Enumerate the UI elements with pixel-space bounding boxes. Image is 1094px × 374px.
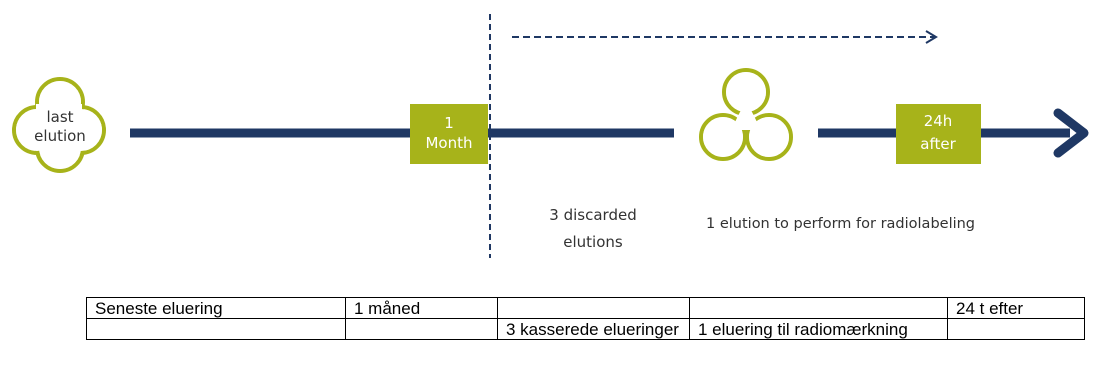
table-cell: 1 eluering til radiomærkning [689, 318, 948, 340]
table-row: 3 kasserede elueringer 1 eluering til ra… [86, 318, 1085, 340]
table-cell [345, 318, 498, 340]
elution-cloud-icon [699, 68, 793, 161]
month-marker-label-line2: Month [425, 134, 472, 152]
table-cell [947, 318, 1085, 340]
last-elution-label-line1: last [46, 108, 73, 126]
elution-perform-label: 1 elution to perform for radiolabeling [706, 216, 975, 232]
table-cell [86, 318, 346, 340]
table-cell: Seneste eluering [86, 297, 346, 319]
table-cell [689, 297, 948, 319]
translation-table: Seneste eluering 1 måned 24 t efter 3 ka… [86, 297, 1085, 340]
table-cell: 24 t efter [947, 297, 1085, 319]
table-cell: 3 kasserede elueringer [497, 318, 690, 340]
discarded-elutions-label-line1: 3 discarded [549, 206, 636, 224]
table-row: Seneste eluering 1 måned 24 t efter [86, 297, 1085, 319]
dashed-arrowhead-icon [925, 30, 938, 44]
after-marker-label-line2: after [920, 135, 956, 153]
table-cell: 1 måned [345, 297, 498, 319]
month-marker-box [410, 104, 488, 164]
after-marker-label-line1: 24h [924, 112, 953, 130]
after-marker-box [896, 104, 981, 164]
table-cell [497, 297, 690, 319]
month-marker-label-line1: 1 [444, 114, 454, 132]
discarded-elutions-label-line2: elutions [563, 233, 623, 251]
timeline-arrowhead-icon [1053, 108, 1089, 158]
last-elution-label-line2: elution [34, 127, 86, 145]
timeline-diagram: last elution 1 Month 24h after 3 discard… [12, 14, 1089, 258]
last-elution-cloud-icon [12, 77, 106, 173]
